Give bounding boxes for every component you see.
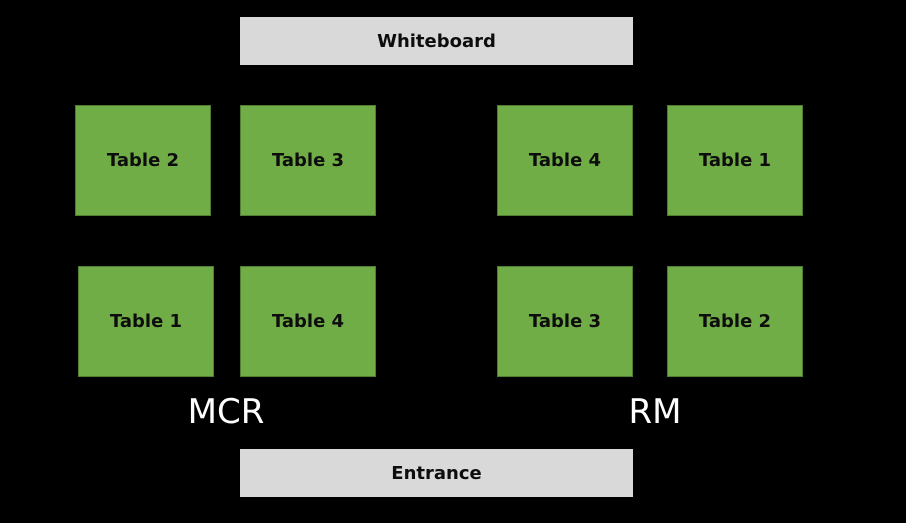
room-label-rm: RM <box>628 392 682 432</box>
table-label: Table 1 <box>698 150 772 171</box>
table-label: Table 3 <box>271 150 345 171</box>
room-label-mcr: MCR <box>187 392 265 432</box>
entrance-label: Entrance <box>391 462 482 484</box>
table-label: Table 2 <box>106 150 180 171</box>
whiteboard-label: Whiteboard <box>377 30 496 52</box>
table-label: Table 4 <box>528 150 602 171</box>
rm-table-2: Table 2 <box>667 266 803 377</box>
table-label: Table 1 <box>109 311 183 332</box>
table-label: Table 2 <box>698 311 772 332</box>
mcr-table-1: Table 1 <box>78 266 214 377</box>
entrance: Entrance <box>240 449 633 497</box>
mcr-table-3: Table 3 <box>240 105 376 216</box>
rm-table-1: Table 1 <box>667 105 803 216</box>
mcr-table-4: Table 4 <box>240 266 376 377</box>
table-label: Table 3 <box>528 311 602 332</box>
table-label: Table 4 <box>271 311 345 332</box>
mcr-table-2: Table 2 <box>75 105 211 216</box>
rm-table-3: Table 3 <box>497 266 633 377</box>
whiteboard: Whiteboard <box>240 17 633 65</box>
rm-table-4: Table 4 <box>497 105 633 216</box>
